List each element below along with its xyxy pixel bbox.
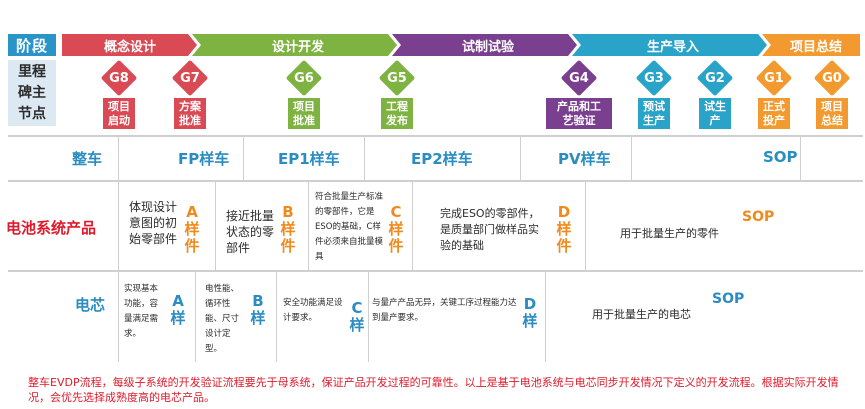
milestone-label: 里程碑主节点 (8, 60, 56, 126)
divider-vehicle (8, 180, 863, 182)
vehicle-stage-sop: SOP (763, 148, 798, 166)
cell-a-text: 实现基本功能，容量满足需求。 (124, 284, 159, 339)
vehicle-stage-pv: PV样车 (558, 150, 611, 168)
phase-summary: 项目总结 (789, 39, 842, 55)
battery-divider (308, 182, 309, 270)
vehicle-stage-fp: FP样车 (178, 150, 230, 168)
battery-c-tag: C样件 (388, 203, 404, 255)
cell-sop-tag: SOP (712, 291, 745, 307)
battery-divider (412, 182, 413, 270)
battery-row-title: 电池系统产品 (6, 219, 97, 237)
phase-production: 生产导入 (646, 39, 699, 55)
phase-arrow-production (572, 34, 767, 56)
gate-code: G1 (764, 70, 784, 86)
gate-text: 项目总结 (816, 98, 848, 129)
phase-design: 设计开发 (271, 39, 324, 55)
vehicle-stage-ep1: EP1样车 (278, 150, 340, 168)
gate-text: 试生产 (699, 98, 731, 129)
vehicle-divider (118, 137, 119, 180)
battery-divider (585, 182, 586, 270)
cell-divider (368, 272, 369, 362)
battery-divider (215, 182, 216, 270)
phase-trial: 试制试验 (461, 39, 514, 55)
phase-concept: 概念设计 (103, 39, 156, 55)
gate-text: 预试生产 (638, 98, 670, 129)
gate-code: G0 (822, 70, 842, 86)
vehicle-divider (520, 137, 521, 180)
phase-arrow-trial (392, 34, 577, 56)
footer-note: 整车EVDP流程，每级子系统的开发验证流程要先于母系统，保证产品开发过程的可靠性… (28, 376, 839, 404)
gate-code: G3 (644, 70, 664, 86)
milestone-label-text: 里程碑主节点 (18, 64, 46, 122)
battery-sop-text: 用于批量生产的零件 (620, 227, 719, 240)
cell-divider (276, 272, 277, 362)
gate-text: 产品和工艺验证 (546, 98, 612, 129)
gate-code: G2 (705, 70, 725, 86)
battery-b-text: 接近批量状态的零部件 (226, 209, 275, 255)
battery-d-tag: D样件 (556, 203, 572, 255)
cell-c-tag: C样 (349, 299, 365, 334)
battery-b-tag: B样件 (280, 203, 296, 255)
gate-text: 项目启动 (103, 98, 135, 129)
cell-c-text: 安全功能满足设计要求。 (283, 298, 343, 323)
vehicle-divider (243, 137, 244, 180)
battery-divider (118, 182, 119, 270)
gate-code: G8 (109, 70, 129, 86)
phase-arrow-design (192, 34, 397, 56)
gate-code: G7 (180, 70, 200, 86)
vehicle-divider (800, 137, 801, 180)
cell-b-text: 电性能、循环性能、尺寸设计定型。 (205, 284, 240, 354)
cell-d-tag: D样 (522, 295, 538, 330)
divider-battery (8, 270, 863, 272)
cell-divider (118, 272, 119, 362)
cell-d-text: 与量产产品无异，关键工序过程能力达到量产要求。 (372, 298, 517, 323)
phase-arrows (62, 34, 860, 56)
vehicle-divider (364, 137, 365, 180)
gate-code: G5 (387, 70, 407, 86)
divider-top (8, 135, 863, 137)
cell-row-title: 电芯 (75, 296, 106, 314)
battery-d-text: 完成ESO的零部件，是质量部门做样品实验的基础 (440, 207, 540, 252)
phase-arrow-concept (62, 34, 197, 56)
cell-divider (195, 272, 196, 362)
battery-a-text: 体现设计意图的初始零部件 (129, 200, 178, 246)
vehicle-divider (631, 137, 632, 180)
gate-text: 工程发布 (381, 98, 413, 129)
gate-code: G4 (569, 70, 589, 86)
battery-c-text: 符合批量生产标准的零部件，它是ESO的基础，C样件必须来自批量模具 (315, 192, 384, 262)
battery-sop-tag: SOP (742, 209, 775, 225)
phase-arrow-summary (762, 34, 860, 56)
gate-text-inner: 产品和工艺验证 (557, 100, 601, 127)
gate-text: 项目批准 (288, 98, 320, 129)
gate-text: 方案批准 (174, 98, 206, 129)
cell-divider (545, 272, 546, 362)
gate-code: G6 (294, 70, 314, 86)
cell-a-tag: A样 (170, 292, 186, 327)
battery-a-tag: A样件 (184, 203, 200, 255)
vehicle-row-title: 整车 (72, 150, 103, 168)
cell-b-tag: B样 (250, 292, 266, 327)
stage-label: 阶段 (8, 34, 56, 56)
gate-text: 正式投产 (758, 98, 790, 129)
cell-sop-text: 用于批量生产的电芯 (592, 308, 691, 321)
vehicle-stage-ep2: EP2样车 (411, 150, 473, 168)
